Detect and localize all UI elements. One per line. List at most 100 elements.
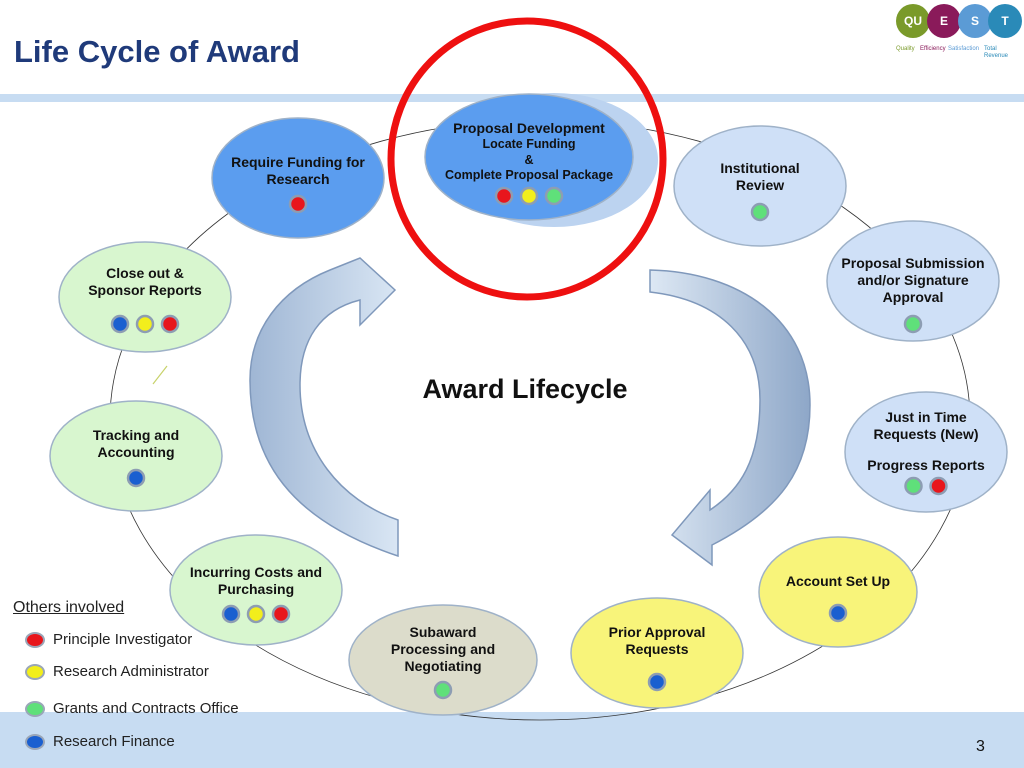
- logo-circle-s: S: [958, 4, 992, 38]
- node-label-line: Just in Time: [885, 409, 967, 425]
- role-dot-red: [271, 604, 291, 624]
- highlight-ring: [387, 17, 667, 301]
- node-ellipse: [570, 597, 744, 709]
- logo-circle-qu: QU: [896, 4, 930, 38]
- node-incurring-costs: [169, 534, 343, 646]
- node-ellipse: [169, 534, 343, 646]
- node-label-line: Purchasing: [217, 581, 295, 597]
- quest-logo: QU E S T Quality Efficiency Satisfaction…: [896, 4, 1022, 62]
- node-ellipse: [758, 536, 918, 648]
- node-label-line: &: [524, 152, 534, 167]
- logo-circle-e: E: [927, 4, 961, 38]
- node-require-funding: [211, 117, 385, 239]
- node-label-line: Negotiating: [404, 658, 482, 674]
- role-dot-green: [904, 476, 923, 496]
- legend-label: Principle Investigator: [53, 631, 193, 648]
- legend-label: Research Administrator: [53, 663, 209, 680]
- legend-title: Others involved: [13, 599, 125, 616]
- logo-caption-efficiency: Efficiency: [920, 46, 946, 52]
- node-label-line: Close out &: [106, 265, 184, 281]
- role-dot-green: [750, 202, 770, 222]
- legend-dot: [25, 664, 45, 680]
- node-prior-approval: [570, 597, 744, 709]
- role-dot-blue: [221, 604, 241, 624]
- node-label-line: Sponsor Reports: [88, 282, 202, 298]
- node-close-out: [58, 241, 232, 353]
- node-label-line: Requests: [625, 641, 689, 657]
- node-label-line: Incurring Costs and: [189, 564, 323, 580]
- logo-caption-total-revenue: Total Revenue: [984, 46, 1009, 59]
- role-dot-red: [160, 314, 180, 334]
- role-dot-green: [544, 186, 564, 206]
- node-account-set-up-label: Account Set Up: [763, 573, 913, 590]
- node-label-line: Proposal Development: [453, 120, 605, 136]
- role-dot-blue: [647, 672, 667, 692]
- node-label-line: Subaward: [409, 624, 477, 640]
- node-label-line: Approval: [882, 289, 944, 305]
- node-label-line: Accounting: [97, 444, 175, 460]
- role-dot-red: [929, 476, 948, 496]
- role-dot-green: [903, 314, 923, 334]
- page-number: 3: [976, 738, 985, 755]
- pen-mark: [152, 365, 168, 385]
- node-ellipse: [49, 400, 223, 512]
- legend-dot: [25, 632, 45, 648]
- node-account-set-up: [758, 536, 918, 648]
- node-label-line: Processing and: [390, 641, 496, 657]
- node-label-line: Research: [266, 171, 330, 187]
- node-label-line: and/or Signature: [857, 272, 969, 288]
- node-label-line: Locate Funding: [482, 137, 576, 151]
- node-ellipse: [424, 93, 634, 221]
- node-institutional-review: [673, 125, 847, 247]
- role-dot-red: [494, 186, 514, 206]
- node-ellipse: [826, 220, 1000, 342]
- role-dot-blue: [110, 314, 130, 334]
- slide-title: Life Cycle of Award: [14, 34, 300, 69]
- node-close-out-label: Close out &Sponsor Reports: [60, 265, 230, 299]
- node-just-in-time: [844, 391, 1008, 513]
- logo-caption-quality: Quality: [896, 46, 915, 52]
- node-ellipse: [348, 604, 538, 716]
- center-label: Award Lifecycle: [422, 374, 628, 404]
- logo-caption-satisfaction: Satisfaction: [948, 46, 980, 52]
- node-ellipse: [844, 391, 1008, 513]
- legend-label: Research Finance: [53, 733, 175, 750]
- node-label-line: Progress Reports: [867, 457, 985, 473]
- node-subaward: [348, 604, 538, 716]
- role-dot-blue: [126, 468, 146, 488]
- right-curved-arrow: [649, 269, 811, 567]
- legend-label: Grants and Contracts Office: [53, 700, 239, 717]
- role-dot-yellow: [246, 604, 266, 624]
- node-label-line: Account Set Up: [785, 573, 891, 589]
- node-ellipse: [211, 117, 385, 239]
- left-curved-arrow: [249, 257, 399, 558]
- node-proposal-submission: [826, 220, 1000, 342]
- node-label-line: Require Funding for: [231, 154, 365, 170]
- node-ellipse: [673, 125, 847, 247]
- node-proposal-development: [424, 93, 658, 227]
- node-label-line: Review: [735, 177, 785, 193]
- legend-dot: [25, 701, 45, 717]
- node-label-line: Proposal Submission: [841, 255, 985, 271]
- role-dot-red: [288, 194, 308, 214]
- node-label-line: Institutional: [720, 160, 800, 176]
- role-dot-blue: [828, 603, 848, 623]
- node-label-line: Complete Proposal Package: [444, 168, 614, 182]
- footer-band: [0, 712, 1024, 768]
- node-label-line: Prior Approval: [608, 624, 706, 640]
- role-dot-yellow: [519, 186, 539, 206]
- role-dot-yellow: [135, 314, 155, 334]
- node-ellipse: [58, 241, 232, 353]
- node-tracking-accounting: [49, 400, 223, 512]
- role-dot-green: [433, 680, 453, 700]
- legend-dot: [25, 734, 45, 750]
